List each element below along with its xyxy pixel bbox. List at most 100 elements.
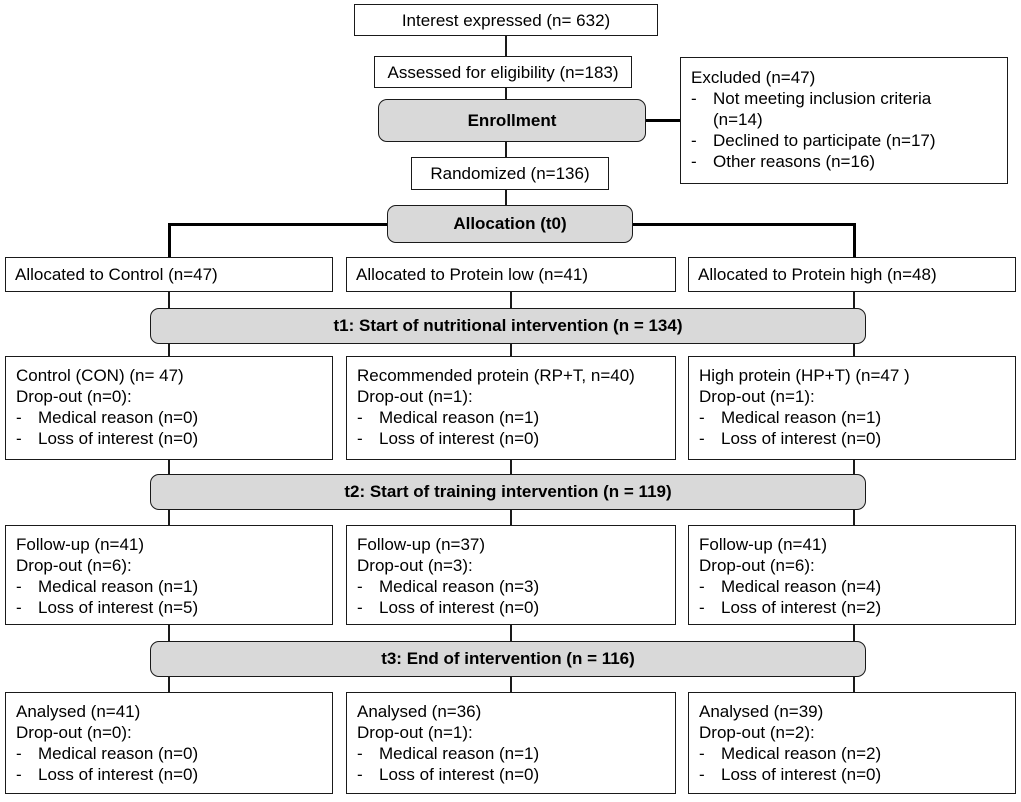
connector-col1-stage1-out [168,343,170,357]
allocated-control-box: Allocated to Control (n=47) [5,257,333,292]
connector-assessed-enrollment [505,87,507,100]
medical-reason-label: Medical reason (n=2) [721,744,882,763]
loss-of-interest-label: Loss of interest (n=0) [721,765,882,784]
group-title: Analysed (n=36) [357,702,482,721]
loss-of-interest-label: Loss of interest (n=2) [721,598,882,617]
connector-col1-stage2-out [168,509,170,526]
dropout-label: Drop-out (n=1): [357,723,473,742]
group-title: Analysed (n=39) [699,702,824,721]
medical-reason-item: -Medical reason (n=1) [357,408,540,427]
group-title: Analysed (n=41) [16,702,141,721]
group-box-t1-protein-high: High protein (HP+T) (n=47 ) Drop-out (n=… [688,356,1016,460]
excluded-title: Excluded (n=47) [691,68,816,87]
loss-of-interest-label: Loss of interest (n=0) [379,598,540,617]
excluded-item: -Declined to participate (n=17) [691,131,936,150]
loss-of-interest-item: -Loss of interest (n=5) [16,598,199,617]
connector-col2-stage3-out [510,676,512,693]
stage-t3-label: t3: End of intervention (n = 116) [381,649,635,668]
stage-t2-label: t2: Start of training intervention (n = … [344,482,672,501]
enrollment-stage: Enrollment [378,99,646,142]
connector-enrollment-excluded [645,119,681,122]
assessed-text: Assessed for eligibility (n=183) [387,62,619,82]
stage-t2: t2: Start of training intervention (n = … [150,474,866,510]
loss-of-interest-label: Loss of interest (n=0) [379,765,540,784]
medical-reason-label: Medical reason (n=1) [379,744,540,763]
group-title: High protein (HP+T) (n=47 ) [699,366,910,385]
medical-reason-item: -Medical reason (n=3) [357,577,540,596]
group-title: Follow-up (n=41) [699,535,828,554]
interest-text: Interest expressed (n= 632) [401,10,611,30]
excluded-item: -Not meeting inclusion criteria [691,89,932,108]
loss-of-interest-label: Loss of interest (n=0) [721,429,882,448]
loss-of-interest-item: -Loss of interest (n=0) [16,765,199,784]
connector-col1-stage3 [168,624,170,642]
connector-col3-stage3 [853,624,855,642]
loss-of-interest-item: -Loss of interest (n=2) [699,598,882,617]
excluded-item-continuation: (n=14) [691,109,999,130]
group-box-t3-protein-high: Analysed (n=39) Drop-out (n=2): -Medical… [688,692,1016,794]
medical-reason-item: -Medical reason (n=2) [699,744,882,763]
interest-box: Interest expressed (n= 632) [354,4,658,36]
dropout-label: Drop-out (n=0): [16,723,132,742]
group-title: Follow-up (n=41) [16,535,145,554]
medical-reason-label: Medical reason (n=4) [721,577,882,596]
group-box-t2-control: Follow-up (n=41) Drop-out (n=6): -Medica… [5,525,333,625]
allocation-stage: Allocation (t0) [387,205,633,243]
loss-of-interest-label: Loss of interest (n=0) [38,429,199,448]
medical-reason-label: Medical reason (n=1) [379,408,540,427]
excluded-item-label: (n=14) [713,110,763,129]
medical-reason-item: -Medical reason (n=1) [357,744,540,763]
medical-reason-label: Medical reason (n=1) [721,408,882,427]
branch-right-drop [853,223,856,258]
loss-of-interest-item: -Loss of interest (n=0) [699,765,882,784]
dropout-label: Drop-out (n=6): [16,556,132,575]
loss-of-interest-item: -Loss of interest (n=0) [357,598,540,617]
connector-col1-stage3-out [168,676,170,693]
allocated-protein-high-box: Allocated to Protein high (n=48) [688,257,1016,292]
excluded-item-label: Not meeting inclusion criteria [713,89,932,108]
loss-of-interest-item: -Loss of interest (n=0) [16,429,199,448]
loss-of-interest-label: Loss of interest (n=0) [38,765,199,784]
connector-col1-stage2 [168,459,170,475]
excluded-box: Excluded (n=47) -Not meeting inclusion c… [680,57,1008,184]
group-box-t3-protein-low: Analysed (n=36) Drop-out (n=1): -Medical… [346,692,676,794]
connector-col2-stage3 [510,624,512,642]
group-box-t1-control: Control (CON) (n= 47) Drop-out (n=0): -M… [5,356,333,460]
connector-col3-stage1-out [853,343,855,357]
group-title: Recommended protein (RP+T, n=40) [357,366,635,385]
connector-col3-stage2-out [853,509,855,526]
loss-of-interest-item: -Loss of interest (n=0) [357,765,540,784]
group-box-t2-protein-low: Follow-up (n=37) Drop-out (n=3): -Medica… [346,525,676,625]
group-box-t2-protein-high: Follow-up (n=41) Drop-out (n=6): -Medica… [688,525,1016,625]
allocated-protein-high-text: Allocated to Protein high (n=48) [698,265,937,284]
connector-col2-stage1 [510,291,512,309]
group-box-t1-protein-low: Recommended protein (RP+T, n=40) Drop-ou… [346,356,676,460]
allocated-control-text: Allocated to Control (n=47) [15,265,218,284]
group-title: Control (CON) (n= 47) [16,366,184,385]
loss-of-interest-item: -Loss of interest (n=0) [357,429,540,448]
medical-reason-item: -Medical reason (n=1) [699,408,882,427]
connector-col1-stage1 [168,291,170,309]
assessed-box: Assessed for eligibility (n=183) [374,56,632,88]
connector-col3-stage3-out [853,676,855,693]
medical-reason-item: -Medical reason (n=0) [16,744,199,763]
allocated-protein-low-text: Allocated to Protein low (n=41) [356,265,588,284]
stage-t1: t1: Start of nutritional intervention (n… [150,308,866,344]
connector-col2-stage2-out [510,509,512,526]
enrollment-label: Enrollment [467,110,557,130]
medical-reason-label: Medical reason (n=0) [38,408,199,427]
medical-reason-label: Medical reason (n=3) [379,577,540,596]
randomized-text: Randomized (n=136) [430,164,590,183]
medical-reason-item: -Medical reason (n=1) [16,577,199,596]
dropout-label: Drop-out (n=1): [699,387,815,406]
loss-of-interest-label: Loss of interest (n=5) [38,598,199,617]
connector-interest-assessed [505,35,507,57]
dropout-label: Drop-out (n=0): [16,387,132,406]
connector-enrollment-randomized [505,141,507,158]
excluded-item-label: Other reasons (n=16) [713,152,876,171]
allocated-protein-low-box: Allocated to Protein low (n=41) [346,257,676,292]
excluded-item-label: Declined to participate (n=17) [713,131,936,150]
loss-of-interest-item: -Loss of interest (n=0) [699,429,882,448]
connector-col2-stage1-out [510,343,512,357]
excluded-item: -Other reasons (n=16) [691,152,876,171]
